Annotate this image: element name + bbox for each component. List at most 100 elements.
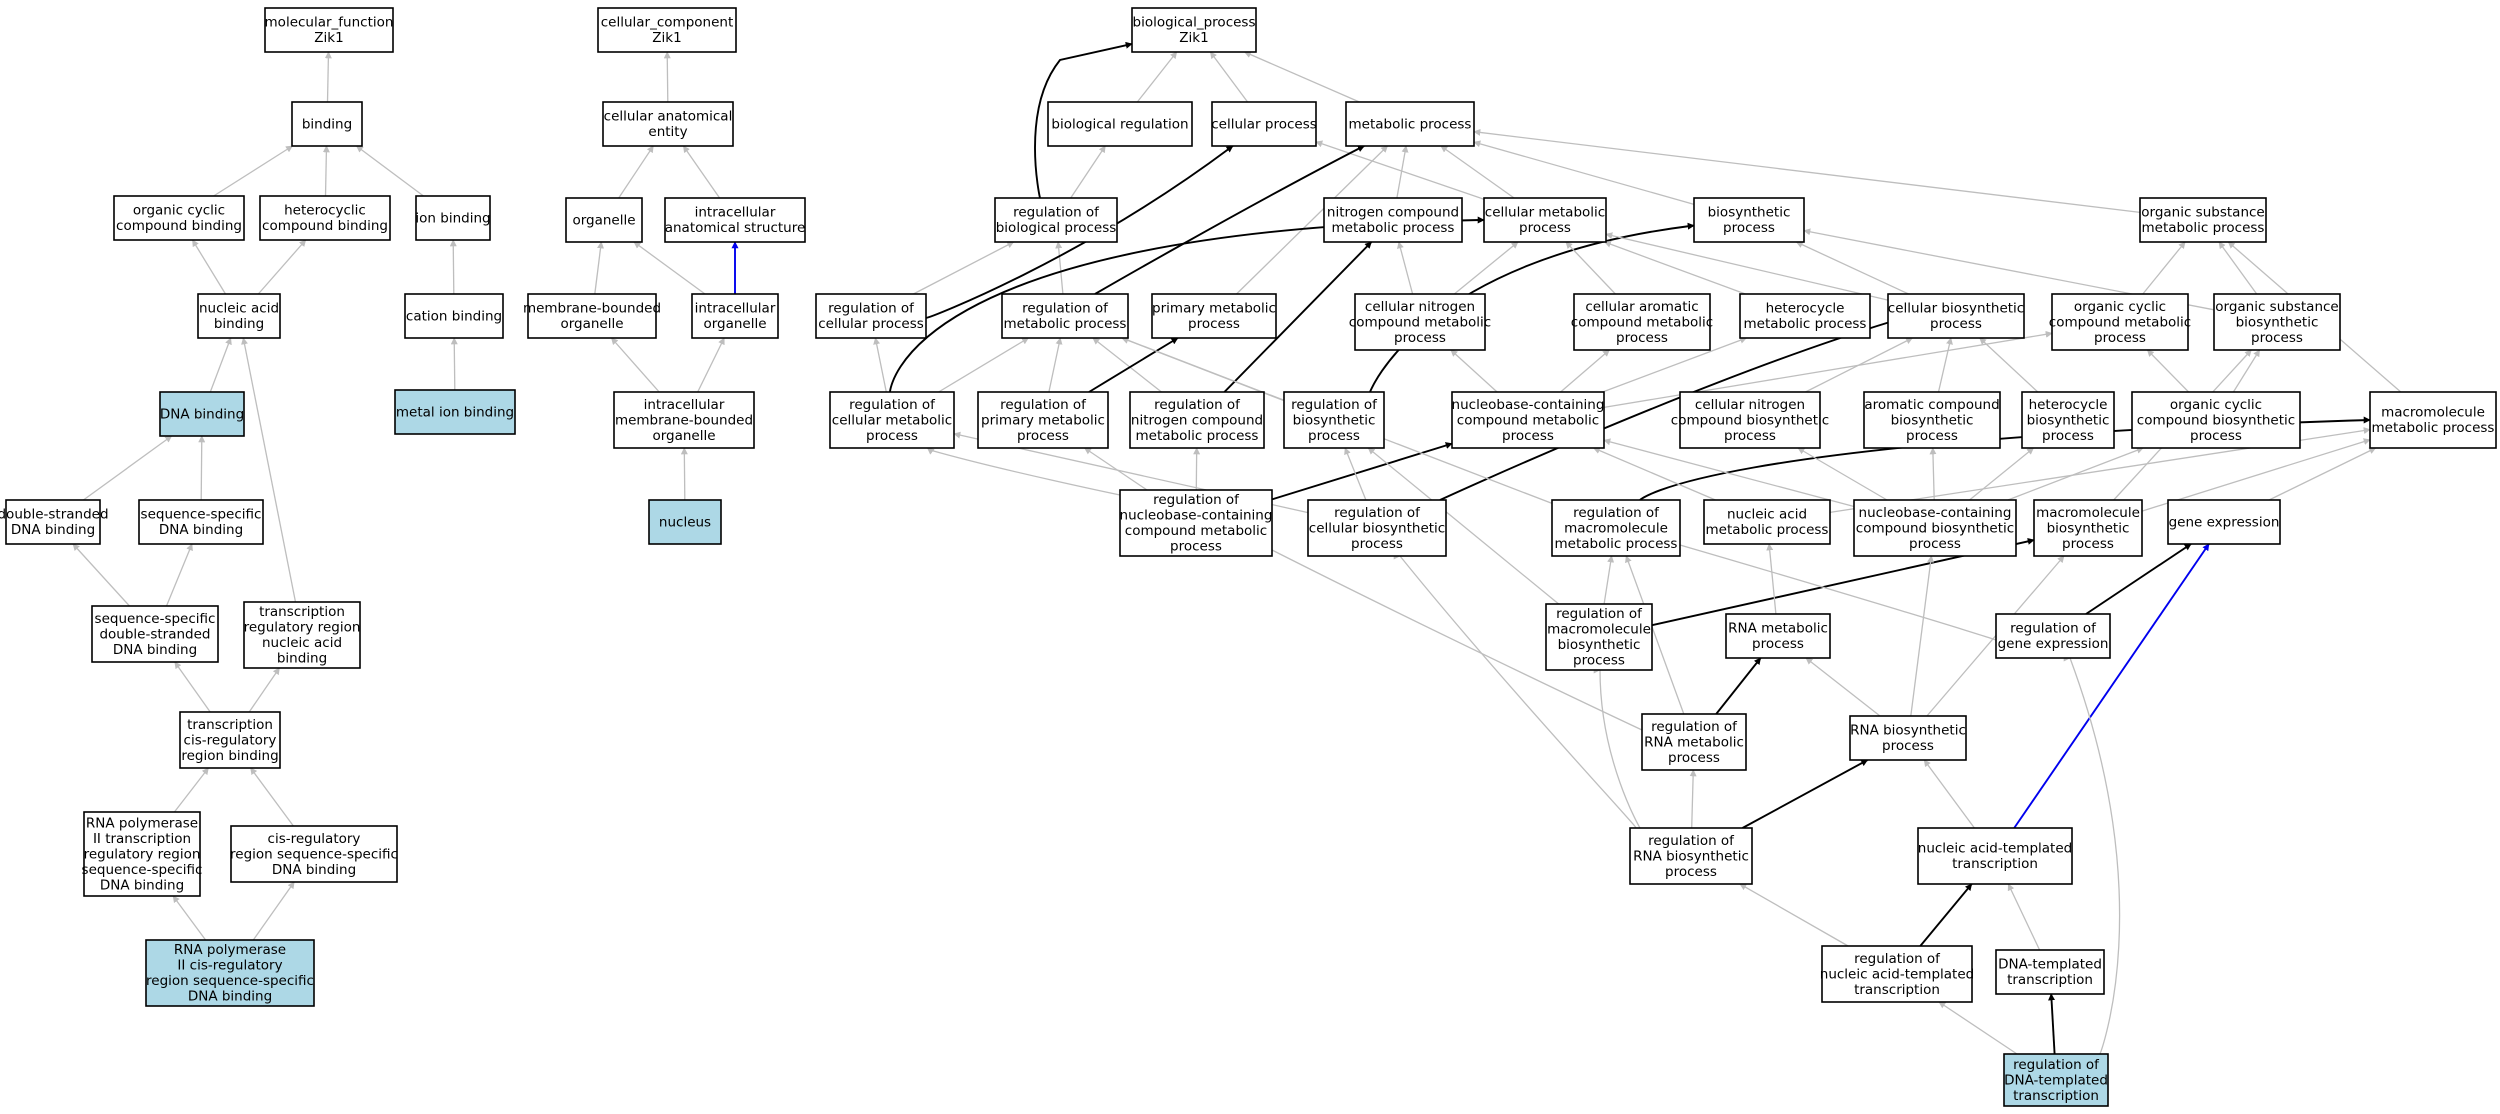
node-dna_bind[interactable]: DNA binding: [160, 392, 244, 436]
node-ion_bind[interactable]: ion binding: [415, 196, 490, 240]
node-gene_exp[interactable]: gene expression: [2168, 500, 2280, 544]
edge-nbcbp-to-nbcmp: [1604, 440, 1854, 506]
node-label-line: biosynthetic: [1708, 205, 1791, 221]
node-reg_mbp[interactable]: regulation ofmacromoleculebiosyntheticpr…: [1546, 604, 1652, 670]
node-met_proc[interactable]: metabolic process: [1346, 102, 1474, 146]
node-bio_reg[interactable]: biological regulation: [1048, 102, 1192, 146]
edge-occmp-to-osmp: [2143, 242, 2185, 294]
node-cation_bind[interactable]: cation binding: [405, 294, 503, 338]
node-metal_ion[interactable]: metal ion binding: [395, 390, 515, 434]
node-label-line: metabolic process: [1332, 220, 1455, 236]
edge-reg_cmp-to-reg_mp: [939, 338, 1029, 392]
edge-gene_exp-to-mmp: [2269, 448, 2376, 500]
edge-dnat-to-nat: [2008, 884, 2039, 950]
node-binding[interactable]: binding: [292, 102, 362, 146]
node-label-line: regulatory region: [244, 620, 361, 636]
edge-reg_rbp-to-reg_rmp: [1692, 770, 1694, 828]
node-label-line: metabolic process: [1349, 116, 1472, 132]
node-label-line: process: [866, 428, 918, 444]
node-cell_proc[interactable]: cellular process: [1211, 102, 1317, 146]
edge-rna_mp-to-namp: [1769, 544, 1776, 614]
edge-cbp-to-biosyn: [1796, 242, 1908, 294]
node-label-line: biosynthetic: [2236, 314, 2319, 330]
node-label-line: transcription: [2013, 1088, 2099, 1104]
node-label-line: DNA binding: [159, 522, 243, 538]
node-label-line: process: [2190, 428, 2242, 444]
node-label-line: cellular biosynthetic: [1888, 301, 2024, 317]
node-label-line: macromolecule: [1547, 622, 1651, 638]
node-nucleus[interactable]: nucleus: [649, 500, 721, 544]
edge-ds_dna-to-dna_bind: [83, 436, 171, 500]
node-label-line: heterocycle: [1766, 301, 1845, 317]
node-reg_nbcmp[interactable]: regulation ofnucleobase-containingcompou…: [1120, 490, 1273, 556]
node-label-line: sequence-specific: [141, 507, 262, 523]
node-label-line: DNA binding: [188, 989, 272, 1005]
node-label-line: double-stranded: [0, 507, 109, 523]
node-label-line: process: [1665, 864, 1717, 880]
node-label-line: cellular nitrogen: [1365, 299, 1475, 315]
node-label-line: compound biosynthetic: [2137, 412, 2295, 428]
edge-reg_cbp-to-reg_bio: [1345, 448, 1366, 500]
node-organelle[interactable]: organelle: [566, 198, 642, 242]
node-label-line: regulation of: [1291, 397, 1378, 413]
